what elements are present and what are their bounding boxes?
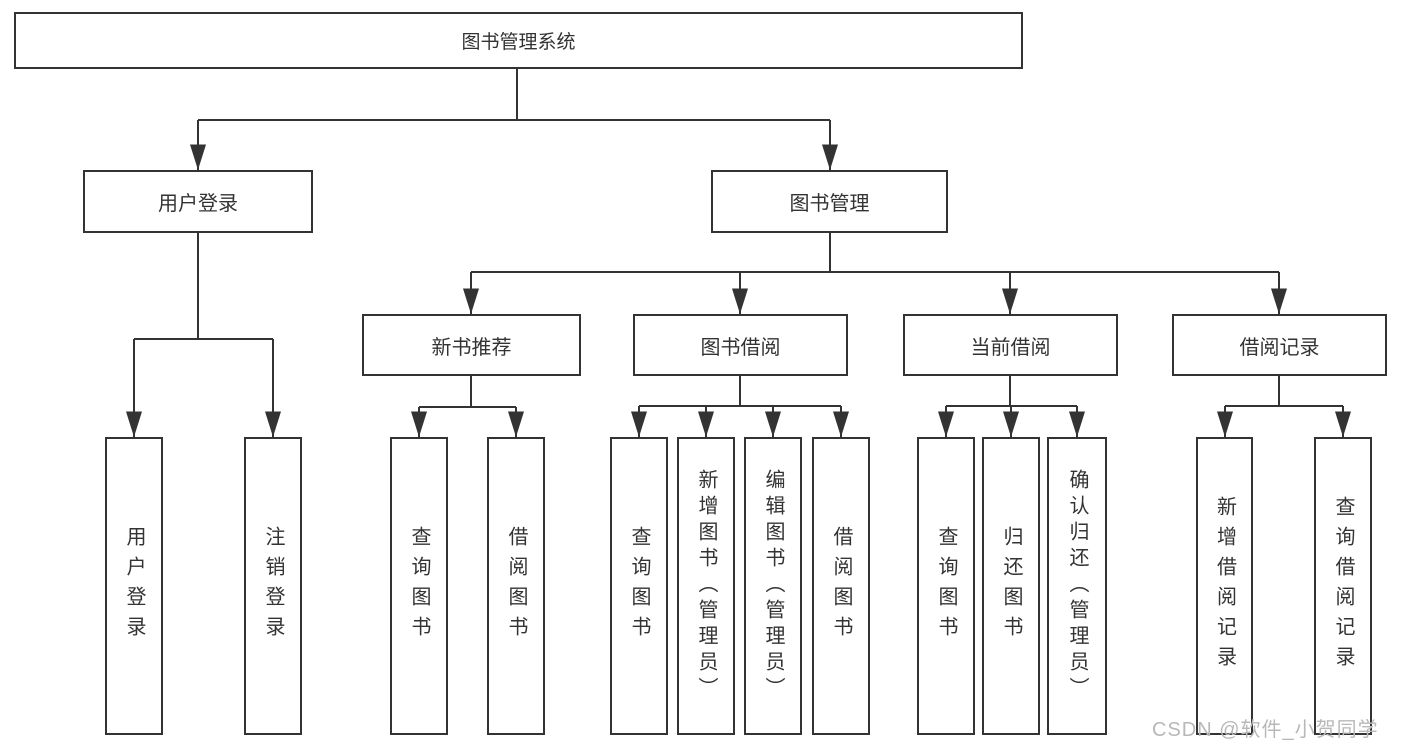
node-library-management-system: 图书管理系统	[14, 12, 1023, 69]
leaf-label: 查询图书	[408, 526, 430, 646]
leaf-confirm-return-admin: 确认归还（管理员）	[1047, 437, 1107, 735]
leaf-label: 归还图书	[1000, 526, 1022, 646]
leaf-query-borrow-record: 查询借阅记录	[1314, 437, 1372, 735]
leaf-user-login: 用户登录	[105, 437, 163, 735]
leaf-query-books-recommend: 查询图书	[390, 437, 448, 735]
node-label: 用户登录	[158, 193, 238, 215]
connector-arrows	[126, 120, 1351, 437]
node-label: 借阅记录	[1239, 336, 1320, 359]
leaf-label: 用户登录	[123, 526, 145, 646]
node-user-login: 用户登录	[83, 170, 313, 233]
leaf-borrow-books-borrowing: 借阅图书	[812, 437, 870, 735]
node-current-borrowing: 当前借阅	[903, 314, 1118, 376]
node-label: 新书推荐	[431, 336, 512, 359]
node-borrowing-records: 借阅记录	[1172, 314, 1387, 376]
leaf-edit-books-admin: 编辑图书（管理员）	[744, 437, 802, 735]
leaf-label: 借阅图书	[830, 526, 852, 646]
leaf-add-books-admin: 新增图书（管理员）	[677, 437, 735, 735]
node-new-book-recommendation: 新书推荐	[362, 314, 581, 376]
leaf-logout: 注销登录	[244, 437, 302, 735]
leaf-label: 注销登录	[262, 526, 284, 646]
leaf-query-books-borrowing: 查询图书	[610, 437, 668, 735]
leaf-label: 新增借阅记录	[1213, 496, 1236, 676]
leaf-label: 查询借阅记录	[1332, 496, 1354, 676]
leaf-label: 查询图书	[935, 526, 957, 646]
leaf-label: 借阅图书	[505, 526, 527, 646]
leaf-label: 确认归还（管理员）	[1066, 469, 1088, 703]
node-book-management: 图书管理	[711, 170, 948, 233]
node-label: 图书管理系统	[461, 32, 576, 53]
leaf-add-borrow-record: 新增借阅记录	[1196, 437, 1253, 735]
watermark-text: CSDN @软件_小贺同学	[1152, 719, 1379, 741]
leaf-label: 查询图书	[628, 526, 650, 646]
node-label: 图书管理	[789, 193, 870, 215]
leaf-label: 编辑图书（管理员）	[762, 469, 784, 703]
node-label: 图书借阅	[700, 336, 781, 359]
leaf-query-books-current: 查询图书	[917, 437, 975, 735]
node-book-borrowing: 图书借阅	[633, 314, 848, 376]
node-label: 当前借阅	[970, 336, 1051, 359]
leaf-borrow-books-recommend: 借阅图书	[487, 437, 545, 735]
leaf-label: 新增图书（管理员）	[695, 469, 717, 703]
leaf-return-books: 归还图书	[982, 437, 1040, 735]
